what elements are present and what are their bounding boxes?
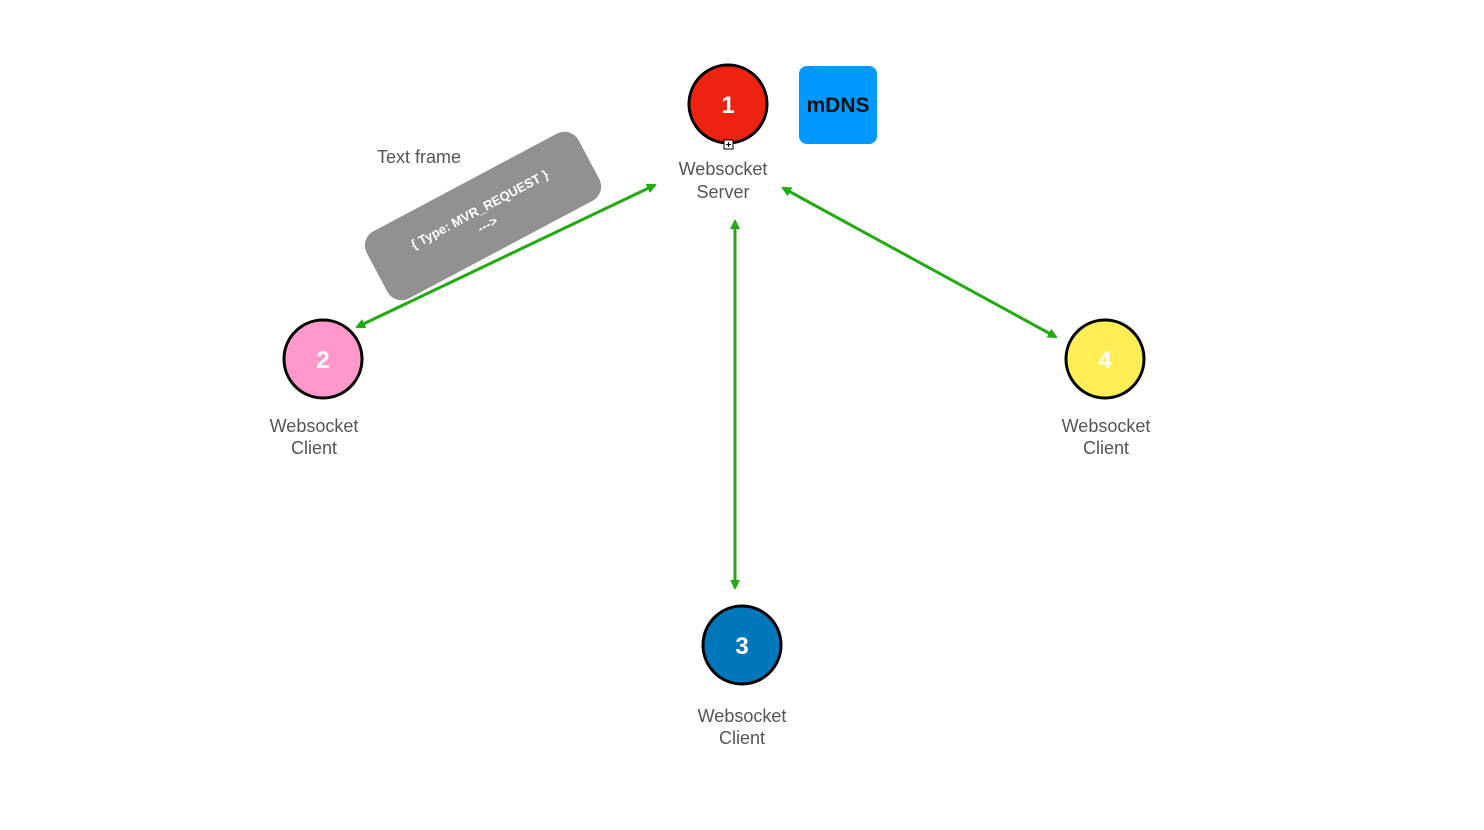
connector-server-client2[interactable] <box>355 183 657 329</box>
node-client-2-number: 2 <box>316 347 329 374</box>
node-server-label-line1: Websocket <box>679 159 768 179</box>
node-client-3-label-line1: Websocket <box>698 706 787 726</box>
mdns-label: mDNS <box>806 94 869 117</box>
node-client-4-label-line2: Client <box>1083 438 1129 458</box>
node-server[interactable]: 1 <box>687 63 769 150</box>
text-frame-title: Text frame <box>377 147 461 167</box>
node-client-2-label-line1: Websocket <box>270 416 359 436</box>
connector-server-client4[interactable] <box>781 186 1058 339</box>
mdns-box[interactable]: mDNS <box>799 66 877 144</box>
node-client-4[interactable]: 4 <box>1064 318 1146 400</box>
node-server-label-line2: Server <box>696 182 749 202</box>
node-client-2[interactable]: 2 <box>282 318 364 400</box>
node-client-3-label-line2: Client <box>719 728 765 748</box>
node-client-2-label-line2: Client <box>291 438 337 458</box>
node-client-4-label-line1: Websocket <box>1062 416 1151 436</box>
node-client-3-number: 3 <box>735 633 748 660</box>
node-server-number: 1 <box>721 92 734 119</box>
node-client-3[interactable]: 3 <box>701 604 783 686</box>
node-client-4-number: 4 <box>1098 347 1112 374</box>
